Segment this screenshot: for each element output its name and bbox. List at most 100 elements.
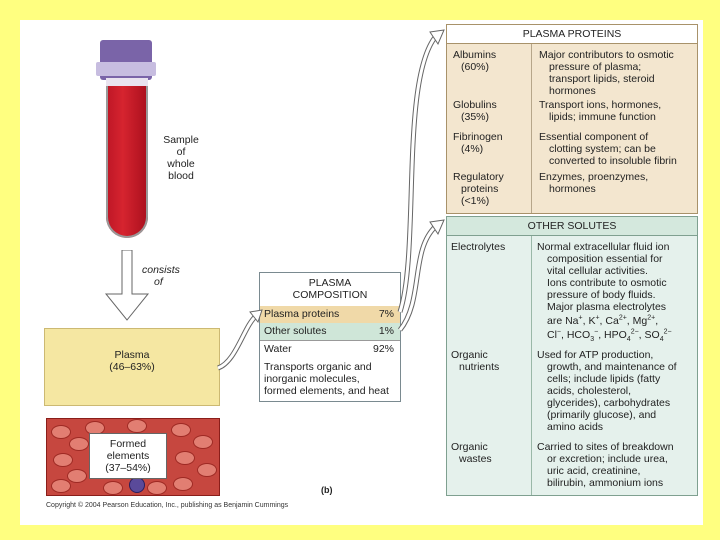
solute-name-line: Organic: [451, 441, 488, 453]
formed-percent: (37–54%): [105, 462, 151, 474]
protein-desc-line: Essential component of: [539, 131, 649, 143]
copyright-notice: Copyright © 2004 Pearson Education, Inc.…: [46, 502, 289, 509]
solute-desc-line: Major plasma electrolytes: [547, 301, 667, 313]
solute-desc-line: or excretion; include urea,: [547, 453, 668, 465]
protein-percent: (60%): [461, 61, 490, 73]
column-divider: [531, 44, 532, 213]
solute-name-organic-wastes: Organic wastes: [451, 441, 492, 465]
red-blood-cell: [127, 419, 147, 433]
composition-title-line: PLASMA: [308, 277, 352, 289]
plasma-percent: (46–63%): [109, 361, 155, 373]
ion-charge: −: [594, 328, 599, 336]
solute-desc-line: uric acid, creatinine,: [547, 465, 641, 477]
protein-desc-line: pressure of plasma;: [549, 61, 642, 73]
row-name: Water: [264, 343, 292, 355]
ion-subscript: 4: [659, 336, 664, 344]
other-solutes-table: OTHER SOLUTES Electrolytes Normal extrac…: [446, 216, 698, 496]
solute-desc-line: vital cellular activities.: [547, 265, 648, 277]
red-blood-cell: [147, 481, 167, 495]
consists-of-arrow: [104, 250, 150, 321]
electrolyte-ions-line-2: Cl−, HCO3−, HPO42−, SO42−: [537, 328, 672, 344]
ion-charge: +: [595, 314, 600, 322]
ion-text: are Na: [547, 315, 579, 327]
red-blood-cell: [193, 435, 213, 449]
solute-desc-line: cells; include lipids (fatty: [547, 373, 661, 385]
ion-text: , HPO: [598, 329, 627, 341]
red-blood-cell: [175, 451, 195, 465]
solute-name-line: nutrients: [459, 361, 500, 373]
formed-elements-image: Formed elements (37–54%): [46, 418, 220, 496]
protein-name-line: proteins: [461, 183, 499, 195]
arrow-label-line: consists: [142, 264, 180, 276]
solute-desc-line: growth, and maintenance of: [547, 361, 677, 373]
red-blood-cell: [197, 463, 217, 477]
protein-desc-line: transport lipids, steroid: [549, 73, 655, 85]
tube-label-line: Sample: [163, 134, 199, 146]
ion-text: , HCO: [561, 329, 591, 341]
formed-elements-label: Formed elements (37–54%): [90, 438, 166, 474]
solute-desc-line: acids, cholesterol,: [547, 385, 632, 397]
row-name: Plasma proteins: [264, 308, 340, 320]
protein-desc-line: Enzymes, proenzymes,: [539, 171, 649, 183]
solute-name-line: Organic: [451, 349, 488, 361]
solute-desc-organic-nutrients: Used for ATP production, growth, and mai…: [537, 349, 677, 433]
solute-desc-line: Used for ATP production,: [537, 349, 654, 361]
row-name: Other solutes: [264, 325, 327, 337]
plasma-label: Plasma (46–63%): [45, 349, 219, 373]
water-desc-line: Transports organic and: [264, 361, 372, 373]
protein-desc-line: hormones: [549, 183, 596, 195]
solute-desc-line: (primarily glucose), and: [547, 409, 657, 421]
ion-subscript: 3: [590, 336, 595, 344]
row-background: [260, 306, 400, 323]
ion-charge: +: [578, 314, 583, 322]
solute-name-line: Electrolytes: [451, 241, 506, 253]
solute-desc-electrolytes: Normal extracellular fluid ion compositi…: [537, 241, 672, 344]
red-blood-cell: [53, 453, 73, 467]
protein-name-regulatory: Regulatory proteins (<1%): [453, 171, 504, 207]
tube-label-line: of: [176, 146, 186, 158]
red-blood-cell: [67, 469, 87, 483]
formed-elements-label-box: Formed elements (37–54%): [89, 433, 167, 479]
protein-desc-line: Major contributors to osmotic: [539, 49, 674, 61]
protein-name-line: Albumins: [453, 49, 497, 61]
red-blood-cell: [51, 479, 71, 493]
solute-name-electrolytes: Electrolytes: [451, 241, 505, 253]
protein-name-line: Regulatory: [453, 171, 504, 183]
tube-neck: [106, 78, 148, 86]
protein-desc-fibrinogen: Essential component of clotting system; …: [539, 131, 677, 167]
composition-title-line: COMPOSITION: [292, 289, 368, 301]
formed-title: Formed: [109, 438, 147, 450]
red-blood-cell: [171, 423, 191, 437]
ion-text: , K: [582, 315, 596, 327]
electrolyte-ions-line-1: are Na+, K+, Ca2+, Mg2+,: [537, 314, 672, 328]
red-blood-cell: [173, 477, 193, 491]
plasma-composition-table: PLASMA COMPOSITION Plasma proteins 7% Ot…: [259, 272, 401, 402]
tube-label-line: blood: [168, 170, 194, 182]
protein-percent: (<1%): [461, 195, 490, 207]
protein-name-line: Globulins: [453, 99, 497, 111]
protein-name-fibrinogen: Fibrinogen (4%): [453, 131, 503, 155]
protein-desc-regulatory: Enzymes, proenzymes, hormones: [539, 171, 648, 195]
protein-percent: (4%): [461, 143, 484, 155]
column-divider: [531, 236, 532, 495]
protein-desc-line: hormones: [549, 85, 596, 97]
composition-row-water: Water 92%: [260, 340, 400, 358]
tube-cap-rim: [96, 62, 156, 76]
protein-percent: (35%): [461, 111, 490, 123]
composition-title: PLASMA COMPOSITION: [260, 277, 400, 301]
solute-desc-line: bilirubin, ammonium ions: [547, 477, 664, 489]
red-blood-cell: [51, 425, 71, 439]
row-percent: 92%: [372, 343, 394, 355]
plasma-proteins-title: PLASMA PROTEINS: [447, 25, 697, 44]
solute-desc-line: Normal extracellular fluid ion: [537, 241, 670, 253]
formed-title-2: elements: [106, 450, 150, 462]
protein-desc-line: Transport ions, hormones,: [539, 99, 662, 111]
ion-subscript: 4: [626, 336, 631, 344]
row-percent: 1%: [378, 325, 394, 337]
protein-desc-line: clotting system; can be: [549, 143, 656, 155]
composition-row-other-solutes: Other solutes 1%: [260, 323, 400, 340]
protein-desc-globulins: Transport ions, hormones, lipids; immune…: [539, 99, 661, 123]
row-background: [260, 323, 400, 340]
figure-label: (b): [321, 485, 333, 495]
